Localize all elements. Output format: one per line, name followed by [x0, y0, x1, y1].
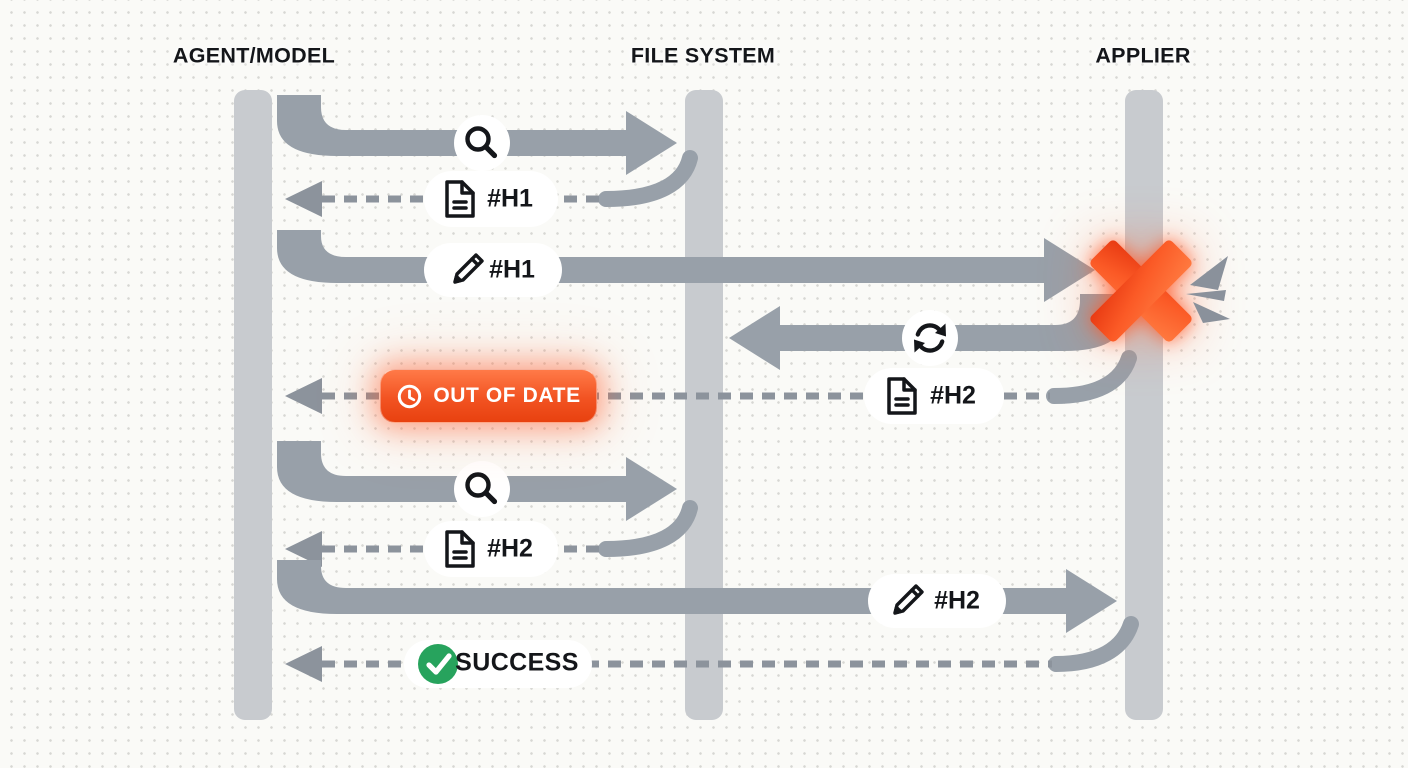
success-label: SUCCESS [455, 648, 579, 677]
return-h1 [285, 150, 698, 227]
arrowhead-right [1044, 238, 1095, 302]
arrowhead-right [626, 111, 677, 175]
return-h2 [285, 500, 698, 577]
lane-header-filesystem: FILE SYSTEM [630, 43, 776, 68]
arrowhead-right [626, 457, 677, 521]
pencil-icon [893, 584, 924, 615]
check-icon [426, 653, 452, 675]
pencil-icon [453, 253, 484, 284]
lifeline-filesystem [685, 90, 723, 720]
return-stub [598, 500, 698, 557]
message-label-stale-h2: #H2 [930, 381, 976, 410]
arrowhead-left [285, 181, 322, 217]
lane-header-agent: AGENT/MODEL [172, 43, 336, 68]
document-icon [445, 530, 475, 568]
lifeline-applier [1125, 90, 1163, 720]
refresh-icon [914, 323, 946, 353]
message-label-edit-h1: #H1 [489, 255, 535, 284]
arrowhead-left [285, 378, 322, 414]
message-label-read-h1: #H1 [487, 184, 533, 213]
icon-bubble [902, 310, 958, 366]
arrowhead-left [285, 646, 322, 682]
message-label-read-h2: #H2 [487, 534, 533, 563]
clock-icon [398, 384, 422, 408]
spark-marks [1186, 256, 1230, 323]
out-of-date-label: OUT OF DATE [433, 384, 581, 407]
label-pill [868, 574, 1006, 628]
return-stub [598, 150, 698, 207]
label-pill [424, 243, 562, 297]
search-icon [465, 126, 498, 159]
arrow-search-1 [277, 95, 677, 175]
arrowhead-left [285, 531, 322, 567]
arrowhead-right [1066, 569, 1117, 633]
document-icon [445, 180, 475, 218]
return-stub [1046, 350, 1137, 404]
return-success [285, 616, 1139, 688]
icon-bubble [454, 461, 510, 517]
lane-header-applier: APPLIER [1095, 43, 1191, 68]
label-pill [424, 521, 558, 577]
x-mark-icon [1090, 240, 1192, 342]
return-stub [1048, 616, 1139, 672]
arrow-search-2 [277, 441, 677, 521]
arrow-reread [729, 294, 1124, 370]
document-icon [887, 377, 917, 415]
arrowhead-left-solid [729, 306, 780, 370]
lifeline-agent [234, 90, 272, 720]
check-circle [418, 644, 458, 684]
label-pill [864, 368, 1004, 424]
label-pill [424, 171, 558, 227]
out-of-date-badge: OUT OF DATE [380, 369, 597, 423]
search-icon [465, 472, 498, 505]
message-label-edit-h2: #H2 [934, 586, 980, 615]
icon-bubble [454, 115, 510, 171]
